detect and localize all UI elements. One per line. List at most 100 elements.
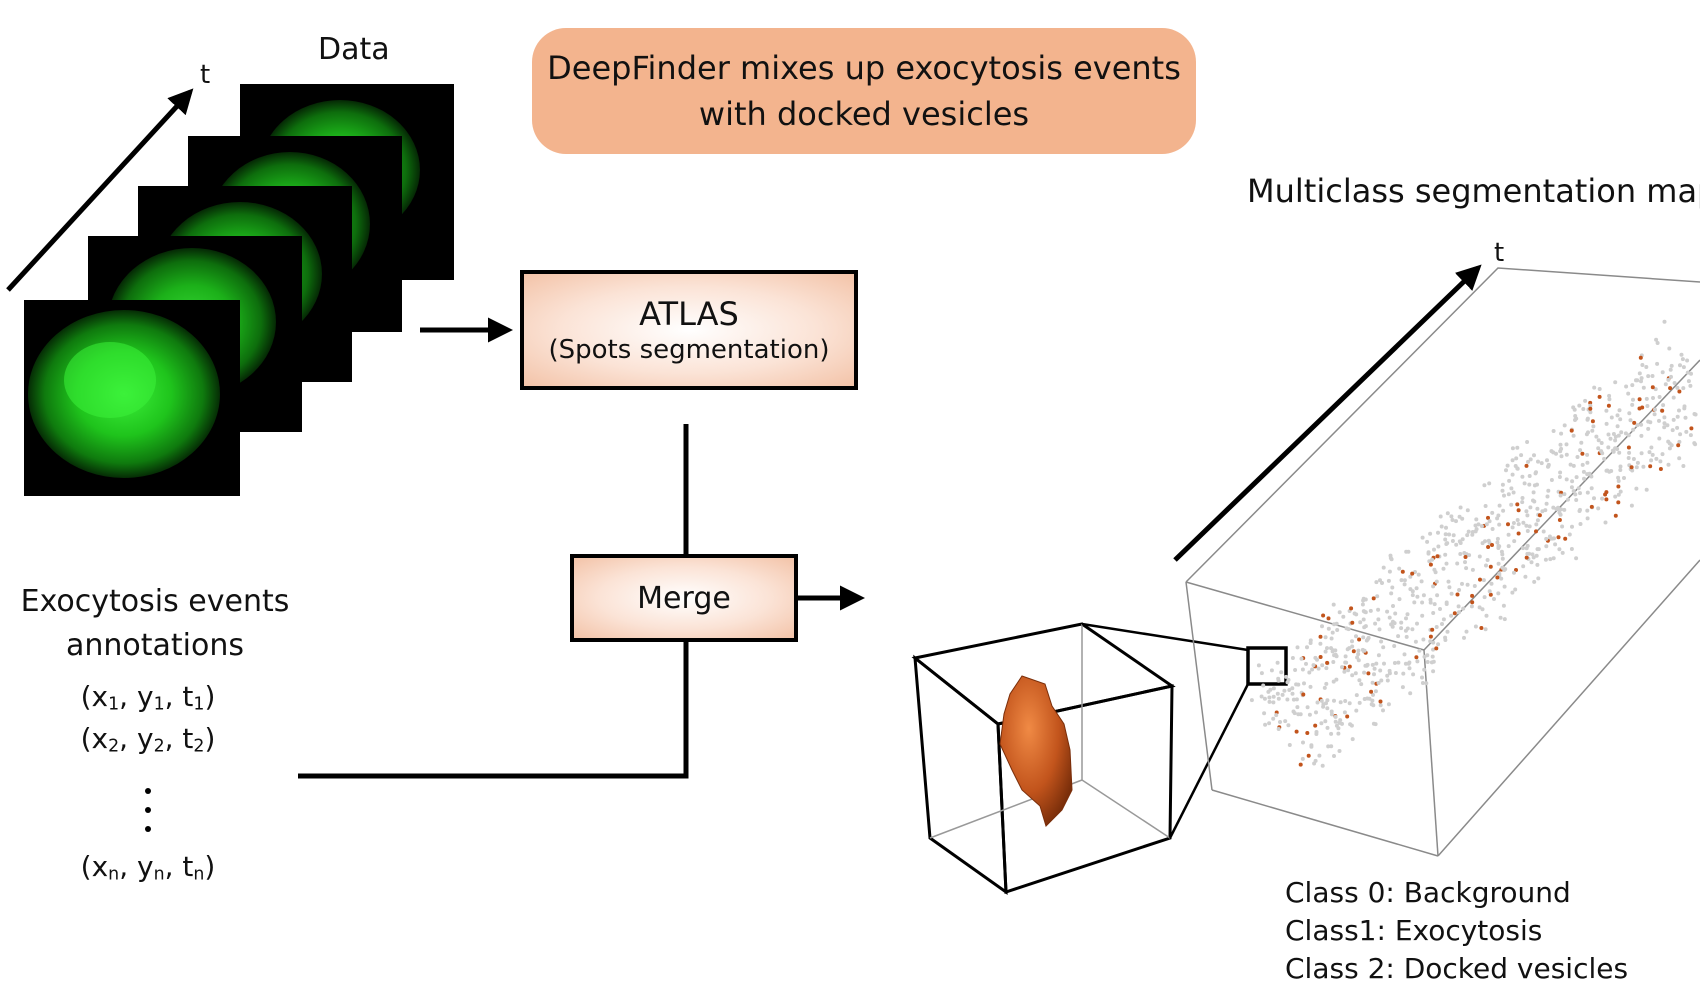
docked-vesicle-point [1464, 566, 1469, 571]
docked-vesicle-point [1485, 558, 1490, 562]
docked-vesicle-point [1645, 404, 1650, 408]
docked-vesicle-point [1482, 483, 1487, 488]
docked-vesicle-point [1322, 685, 1327, 690]
docked-vesicle-point [1385, 678, 1390, 683]
docked-vesicle-point [1361, 598, 1366, 603]
docked-vesicle-point [1631, 397, 1635, 402]
docked-vesicle-point [1662, 415, 1667, 420]
docked-vesicle-point [1390, 624, 1395, 629]
docked-vesicle-point [1677, 439, 1682, 444]
docked-vesicle-point [1631, 427, 1636, 432]
docked-vesicle-point [1401, 671, 1406, 676]
docked-vesicle-point [1502, 584, 1507, 589]
docked-vesicle-point [1692, 441, 1697, 446]
docked-vesicle-point [1615, 424, 1620, 429]
docked-vesicle-point [1506, 492, 1511, 497]
docked-vesicle-point [1496, 591, 1501, 596]
docked-vesicle-point [1574, 498, 1579, 502]
docked-vesicle-point [1389, 557, 1394, 562]
exocytosis-point [1637, 397, 1642, 402]
docked-vesicle-point [1576, 486, 1581, 491]
exocytosis-point [1298, 762, 1303, 767]
docked-vesicle-point [1509, 486, 1514, 491]
docked-vesicle-point [1319, 721, 1324, 726]
docked-vesicle-point [1652, 412, 1657, 417]
docked-vesicle-point [1558, 493, 1563, 498]
docked-vesicle-point [1617, 408, 1622, 413]
docked-vesicle-point [1594, 434, 1599, 439]
exocytosis-point [1313, 723, 1318, 728]
exocytosis-point [1486, 545, 1491, 549]
docked-vesicle-point [1444, 542, 1449, 546]
docked-vesicle-point [1465, 533, 1470, 538]
docked-vesicle-point [1434, 579, 1439, 584]
docked-vesicle-point [1374, 661, 1379, 666]
docked-vesicle-point [1644, 487, 1649, 492]
docked-vesicle-point [1527, 482, 1532, 487]
docked-vesicle-point [1668, 367, 1673, 372]
docked-vesicle-point [1670, 428, 1675, 433]
docked-vesicle-point [1387, 569, 1392, 574]
docked-vesicle-point [1369, 702, 1374, 707]
docked-vesicle-point [1498, 615, 1503, 620]
docked-vesicle-point [1458, 505, 1463, 510]
docked-vesicle-point [1553, 542, 1558, 547]
docked-vesicle-point [1644, 396, 1649, 401]
docked-vesicle-point [1271, 700, 1276, 705]
docked-vesicle-point [1519, 453, 1524, 458]
docked-vesicle-point [1688, 383, 1693, 388]
docked-vesicle-point [1460, 581, 1464, 586]
docked-vesicle-point [1522, 481, 1527, 486]
exocytosis-point [1668, 386, 1673, 391]
docked-vesicle-point [1434, 625, 1439, 629]
docked-vesicle-point [1480, 541, 1485, 546]
docked-vesicle-point [1629, 503, 1634, 508]
docked-vesicle-point [1338, 718, 1343, 723]
docked-vesicle-point [1402, 652, 1407, 657]
docked-vesicle-point [1666, 377, 1671, 382]
docked-vesicle-point [1585, 508, 1590, 513]
exocytosis-point [1524, 555, 1529, 560]
docked-vesicle-point [1305, 705, 1310, 710]
docked-vesicle-point [1405, 612, 1410, 617]
exocytosis-point [1515, 502, 1520, 507]
docked-vesicle-point [1379, 678, 1384, 683]
exocytosis-point [1506, 522, 1510, 527]
docked-vesicle-point [1512, 570, 1516, 575]
docked-vesicle-point [1386, 702, 1391, 707]
docked-vesicle-point [1334, 677, 1339, 682]
docked-vesicle-point [1562, 492, 1567, 497]
docked-vesicle-point [1663, 382, 1668, 387]
docked-vesicle-point [1608, 436, 1613, 441]
docked-vesicle-point [1671, 395, 1676, 400]
docked-vesicle-point [1407, 660, 1412, 665]
docked-vesicle-point [1302, 681, 1306, 686]
docked-vesicle-point [1675, 425, 1680, 430]
docked-vesicle-point [1344, 660, 1349, 665]
docked-vesicle-point [1389, 591, 1394, 596]
docked-vesicle-point [1570, 524, 1574, 529]
exocytosis-point [1660, 408, 1665, 413]
time-label-data: t [200, 60, 211, 90]
docked-vesicle-point [1465, 508, 1470, 513]
docked-vesicle-point [1362, 670, 1367, 675]
docked-vesicle-point [1424, 681, 1429, 686]
docked-vesicle-point [1349, 723, 1354, 728]
docked-vesicle-point [1672, 381, 1677, 385]
exocytosis-point [1326, 616, 1331, 621]
docked-vesicle-point [1661, 403, 1666, 408]
docked-vesicle-point [1532, 579, 1537, 584]
docked-vesicle-point [1531, 490, 1536, 495]
exocytosis-point [1306, 753, 1311, 758]
docked-vesicle-point [1578, 507, 1582, 512]
docked-vesicle-point [1446, 579, 1451, 584]
docked-vesicle-point [1667, 346, 1672, 351]
docked-vesicle-point [1483, 627, 1488, 632]
docked-vesicle-point [1275, 660, 1280, 665]
docked-vesicle-point [1376, 653, 1381, 658]
docked-vesicle-point [1294, 682, 1299, 687]
docked-vesicle-point [1420, 681, 1425, 685]
docked-vesicle-point [1585, 452, 1590, 457]
docked-vesicle-point [1500, 488, 1505, 493]
docked-vesicle-point [1685, 370, 1690, 375]
